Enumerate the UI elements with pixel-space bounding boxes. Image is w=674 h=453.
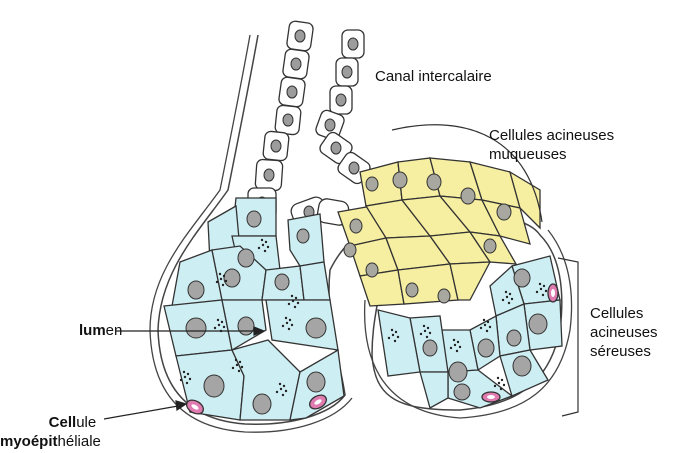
label-cellules-sereuses: Cellules acineuses séreuses [590,304,658,361]
intercalated-duct-left [248,20,314,218]
myoepithelial-arrow [104,401,186,419]
label-cellules-muqueuses: Cellules acineuses muqueuses [489,126,614,164]
label-lumen: lumen [79,321,122,340]
label-canal-intercalaire: Canal intercalaire [375,67,492,86]
label-cellule-myoepitheliale: Cellule myoépithéliale [0,413,101,451]
